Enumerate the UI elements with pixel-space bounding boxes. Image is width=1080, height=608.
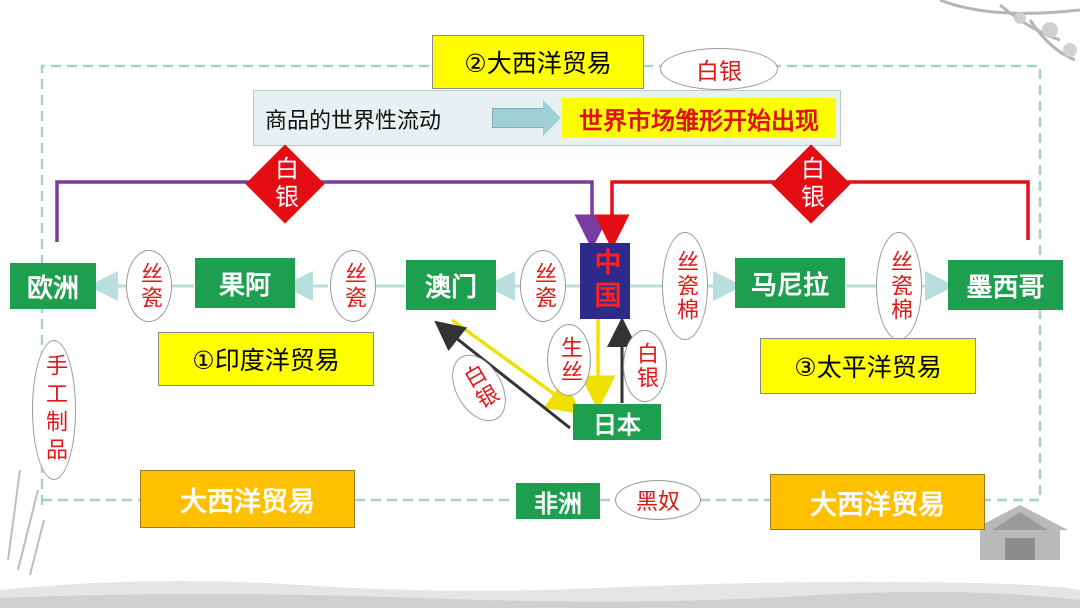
goods-slaves: 黑奴	[615, 480, 701, 520]
node-africa: 非洲	[516, 483, 600, 519]
goods-china-manila: 丝瓷棉	[662, 232, 708, 340]
goods-europe-goa: 丝瓷	[126, 250, 172, 322]
pacific-trade-label: ③太平洋贸易	[760, 338, 976, 394]
node-manila: 马尼拉	[735, 258, 845, 308]
node-japan: 日本	[573, 404, 661, 440]
goods-flow-arrowhead	[543, 100, 561, 136]
world-market-label: 世界市场雏形开始出现	[562, 98, 836, 138]
node-europe: 欧洲	[10, 263, 96, 309]
indian-ocean-trade-label: ①印度洋贸易	[158, 332, 374, 386]
goods-goa-macau: 丝瓷	[330, 250, 376, 322]
node-goa: 果阿	[195, 258, 295, 308]
goods-japan-china: 白银	[623, 330, 667, 402]
node-macau: 澳门	[406, 260, 496, 310]
goods-handicrafts: 手工制品	[32, 340, 76, 480]
atlantic-trade-right: 大西洋贸易	[770, 474, 985, 530]
atlantic-trade-label: ②大西洋贸易	[432, 35, 644, 89]
goods-manila-mexico: 丝瓷棉	[876, 232, 922, 340]
goods-flow-arrow	[492, 108, 544, 128]
silver-diamond-left-label: 白银	[257, 150, 313, 218]
purple-silver-line	[57, 182, 592, 242]
atlantic-trade-left: 大西洋贸易	[140, 470, 355, 528]
node-mexico: 墨西哥	[948, 260, 1063, 310]
silver-diamond-right-label: 白银	[783, 150, 839, 218]
goods-flow-text: 商品的世界性流动	[265, 103, 441, 135]
node-china: 中国	[580, 243, 630, 319]
silver-oval-top: 白银	[660, 48, 778, 90]
goods-macau-china: 丝瓷	[520, 250, 566, 322]
goods-china-japan: 生丝	[547, 324, 591, 396]
